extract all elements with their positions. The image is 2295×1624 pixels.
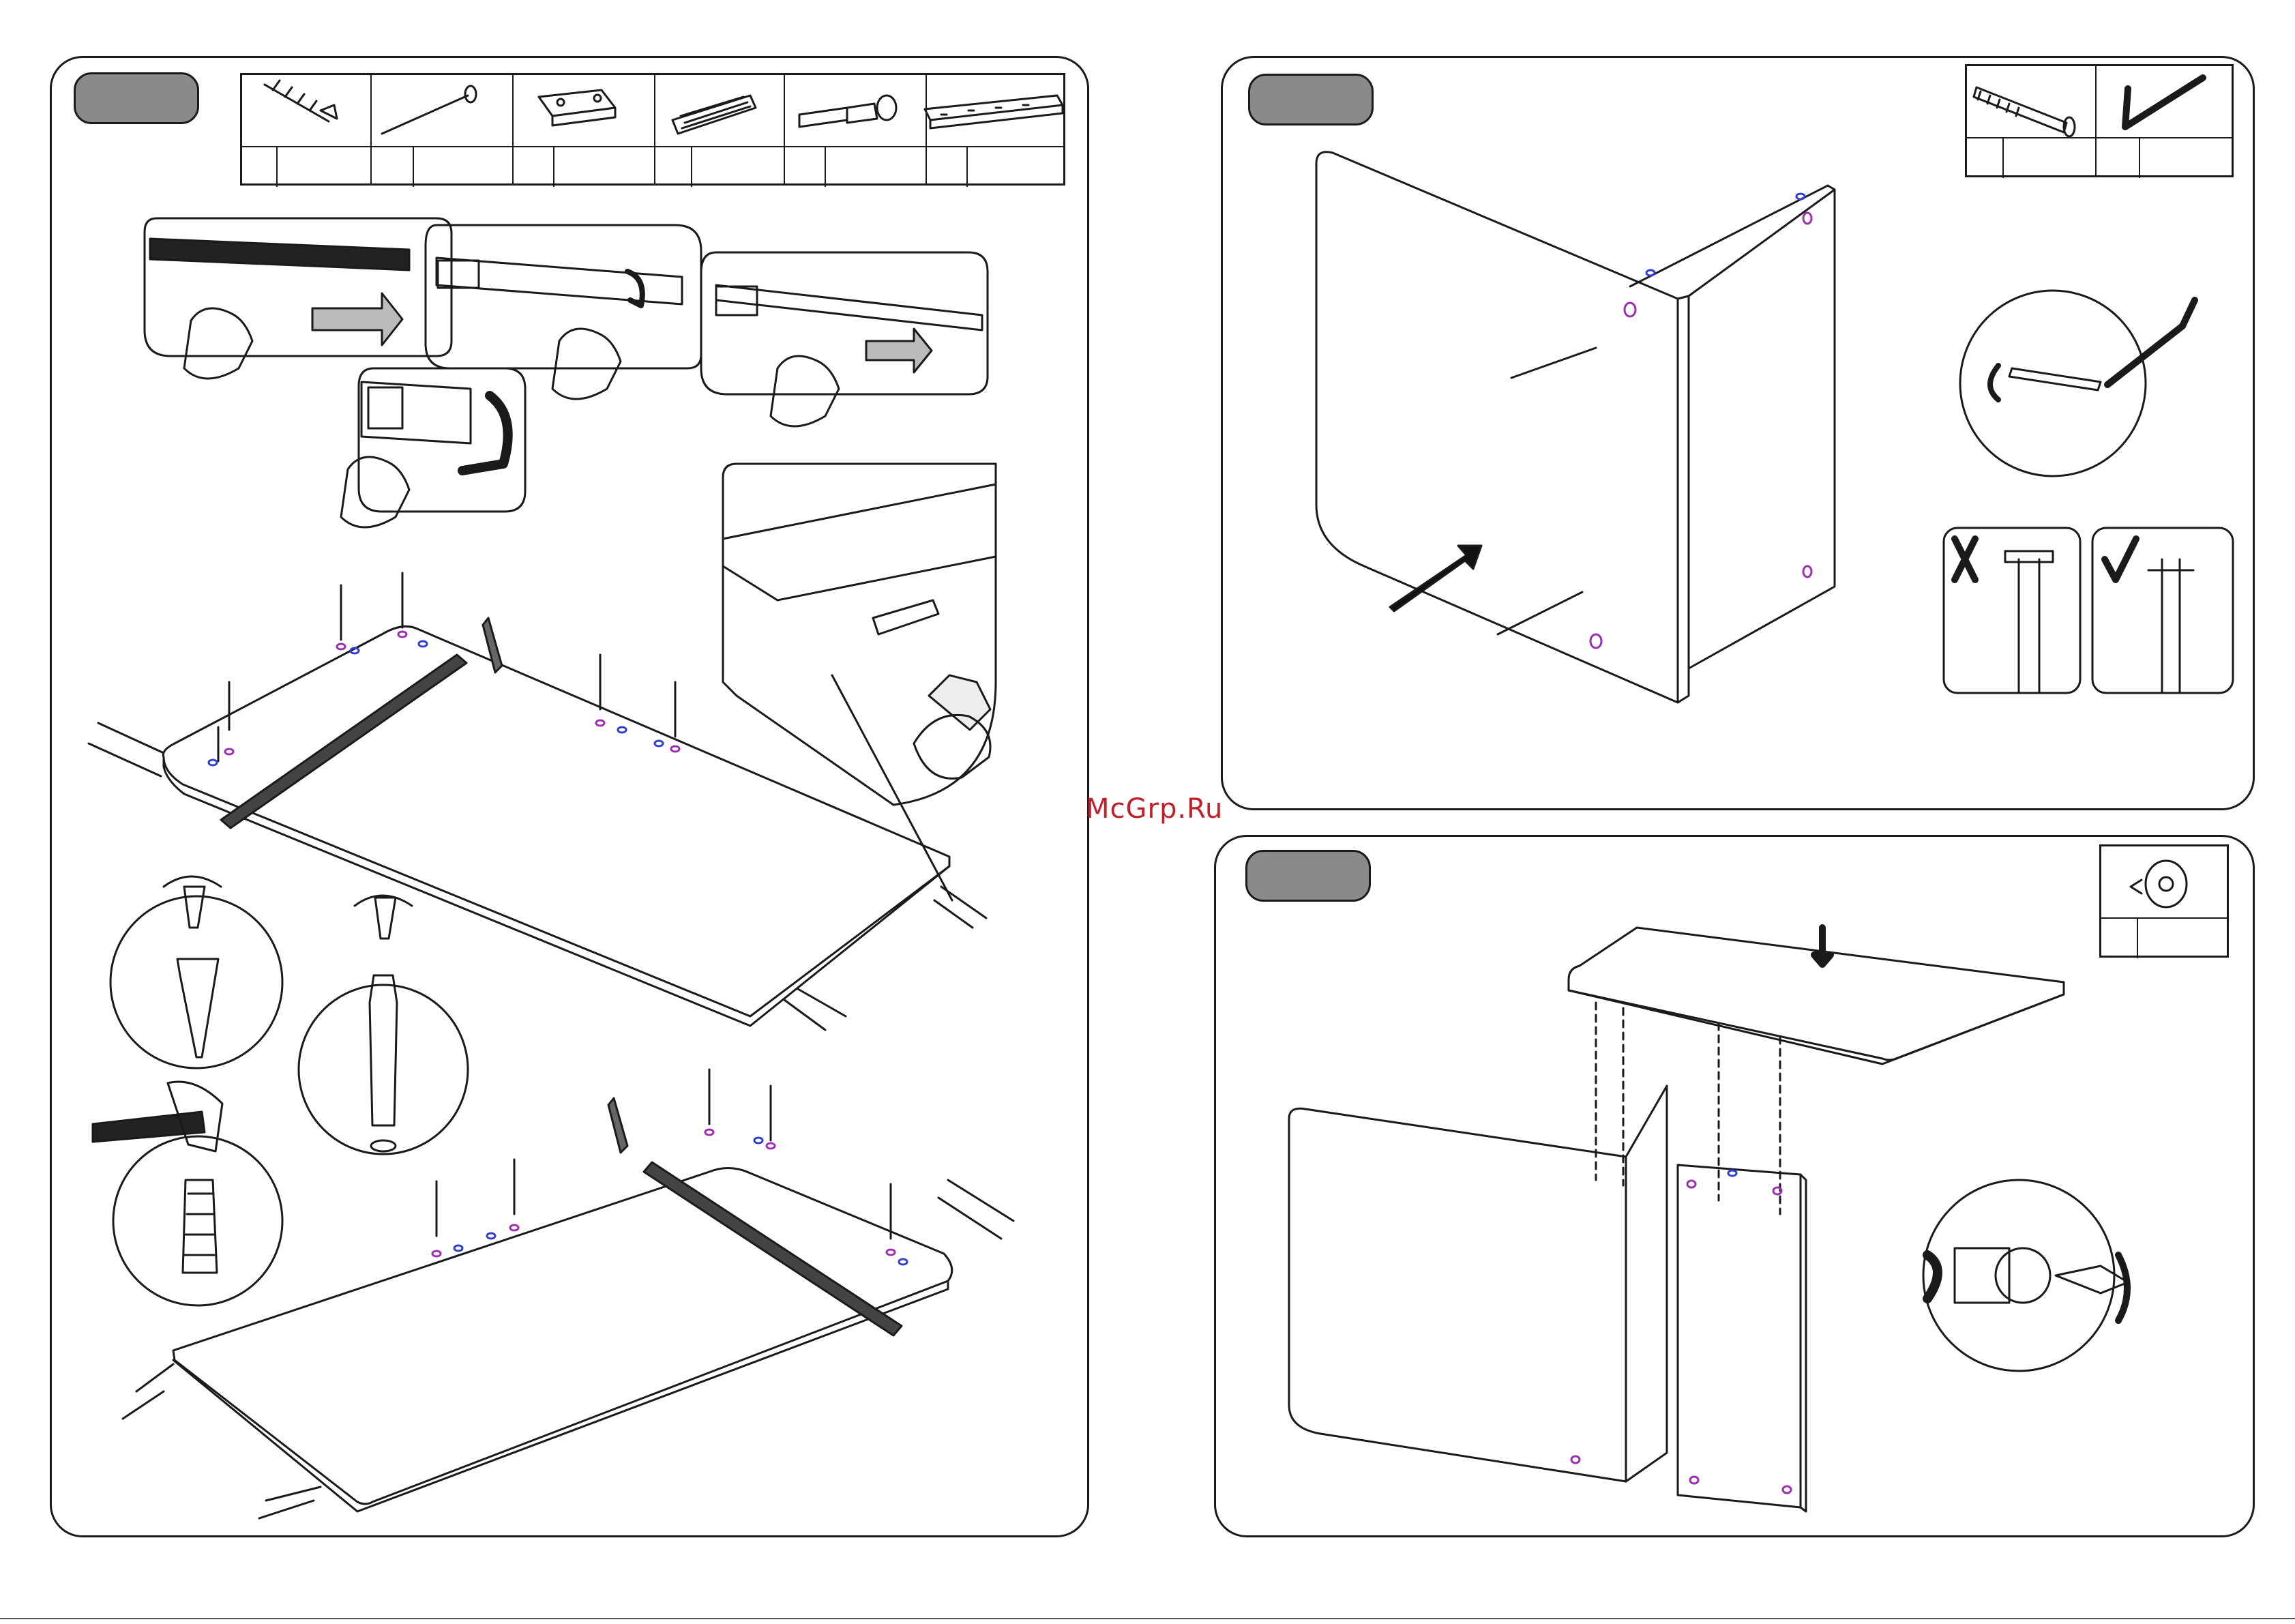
runner-detail-3	[701, 252, 988, 426]
screwdriver-detail	[110, 876, 282, 1068]
screw-icon	[265, 80, 337, 121]
cam-lock-detail	[1923, 1180, 2128, 1371]
watermark: McGrp.Ru	[1086, 793, 1223, 825]
runner-detail-1	[145, 218, 451, 379]
hole-markers-purple	[225, 213, 1811, 1493]
drawer-stop-detail	[723, 464, 996, 900]
confirmat-screw-icon	[1974, 87, 2075, 136]
nail-icon	[382, 86, 476, 134]
runner-detail-2	[426, 225, 701, 399]
hex-key-detail	[1960, 291, 2195, 476]
drawer-runner-icon	[925, 95, 1063, 128]
hex-key-icon	[2125, 78, 2203, 127]
correct-example	[2092, 528, 2233, 693]
cam-bolt-icon	[799, 95, 896, 127]
wooden-dowel-icon	[672, 95, 756, 134]
dowel-screw-detail	[299, 896, 468, 1154]
incorrect-example	[1944, 528, 2080, 693]
side-panel-lower	[123, 1069, 1013, 1518]
footer-rule	[0, 1618, 2295, 1619]
side-panel-upper	[89, 573, 986, 1030]
cam-lock-icon	[2131, 861, 2187, 907]
top-panel	[1569, 928, 2064, 1214]
left-side-panel	[1289, 1086, 1667, 1481]
drawer-stop-icon	[539, 90, 615, 126]
back-panel	[1678, 1165, 1806, 1511]
side-panels-joint	[1316, 152, 1835, 703]
runner-detail-rotation	[341, 368, 525, 527]
hammer-dowel-detail	[93, 1082, 282, 1305]
hole-markers-blue	[209, 194, 1805, 1265]
